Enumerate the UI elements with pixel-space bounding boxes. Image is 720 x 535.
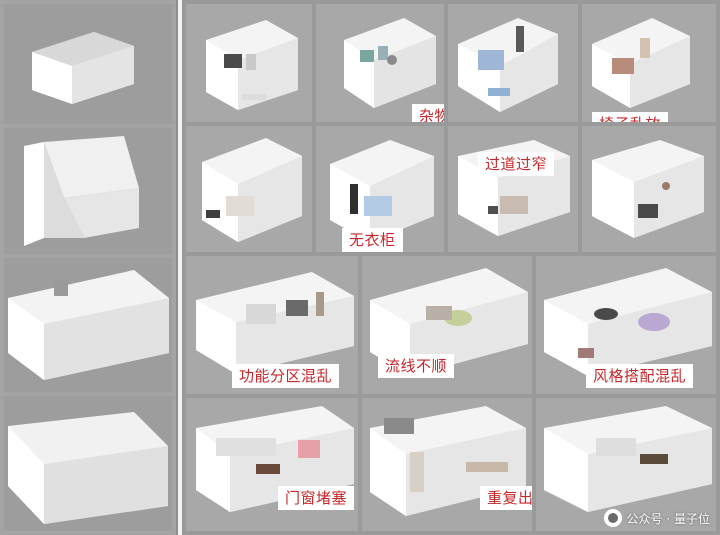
- panel-divider: [178, 0, 182, 535]
- empty-room-4: [4, 396, 172, 531]
- label-flow: 流线不顺: [378, 354, 455, 378]
- label-no-wardrobe: 无衣柜: [342, 228, 403, 252]
- room-flow: 流线不顺: [362, 256, 532, 394]
- room-bedroom-2: [448, 4, 578, 122]
- label-window-block: 门窗堵塞: [278, 486, 355, 510]
- furnished-rooms-panel: 杂物堵塞 椅子乱放: [182, 0, 720, 535]
- wechat-official-account-icon: [603, 509, 622, 527]
- room-living: [536, 398, 716, 531]
- watermark-text: 公众号 · 量子位: [626, 511, 710, 526]
- label-chairs: 椅子乱放: [592, 112, 669, 122]
- empty-room-1: [4, 4, 172, 124]
- room-chairs: 椅子乱放: [582, 4, 716, 122]
- label-duplicate: 重复出现: [480, 486, 532, 510]
- room-narrow-aisle: 过道过窄: [448, 126, 578, 252]
- room-zoning: 功能分区混乱: [186, 256, 358, 394]
- label-narrow: 过道过窄: [478, 152, 555, 176]
- empty-rooms-panel: [0, 0, 176, 535]
- label-clutter: 杂物堵塞: [412, 104, 444, 122]
- empty-room-3: [4, 258, 172, 392]
- room-bedroom-1: [186, 4, 312, 122]
- room-bedroom-3: [186, 126, 312, 252]
- label-zoning: 功能分区混乱: [232, 364, 340, 388]
- room-clutter: 杂物堵塞: [316, 4, 444, 122]
- empty-room-2: [4, 128, 172, 254]
- room-bedroom-4: [582, 126, 716, 252]
- room-window-block: 门窗堵塞: [186, 398, 358, 531]
- label-style: 风格搭配混乱: [586, 364, 694, 388]
- room-duplicate: 重复出现: [362, 398, 532, 531]
- watermark: 公众号 · 量子位: [603, 509, 710, 527]
- room-no-wardrobe: 无衣柜: [316, 126, 444, 252]
- room-style: 风格搭配混乱: [536, 256, 716, 394]
